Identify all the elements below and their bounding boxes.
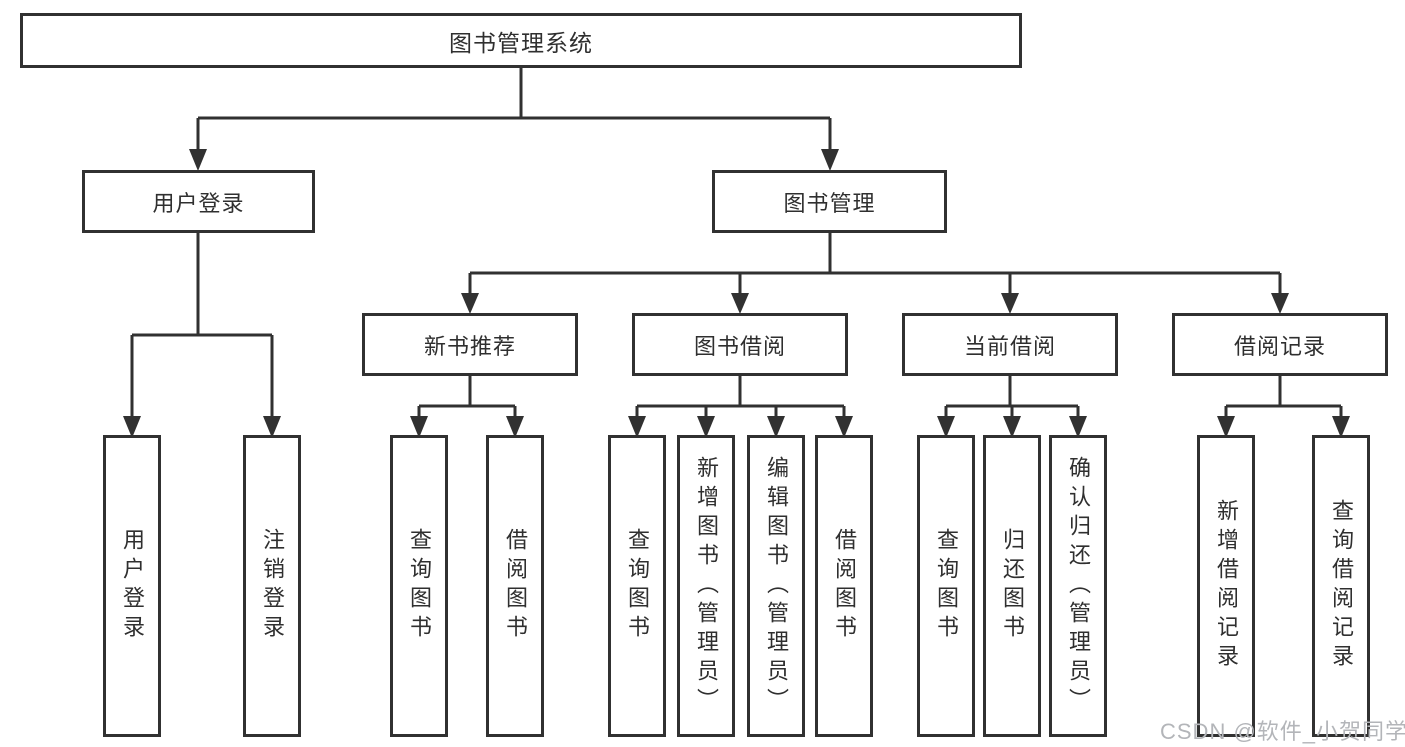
node-label: 新增借阅记录 <box>1214 499 1239 673</box>
node-label: 借阅记录 <box>1233 333 1326 359</box>
node-book-management-branch: 图书管理 <box>712 170 947 233</box>
node-root-library-system: 图书管理系统 <box>20 13 1022 68</box>
leaf-logout: 注销登录 <box>243 435 301 737</box>
node-label: 用户登录 <box>152 190 245 216</box>
leaf-add-books-admin: 新增图书（管理员） <box>677 435 735 737</box>
node-label: 图书管理系统 <box>449 29 593 56</box>
leaf-query-books-current: 查询图书 <box>917 435 975 737</box>
node-label: 新书推荐 <box>423 333 516 359</box>
node-label: 用户登录 <box>120 528 145 644</box>
leaf-user-login: 用户登录 <box>103 435 161 737</box>
node-label: 图书管理 <box>783 190 876 216</box>
node-label: 图书借阅 <box>693 333 786 359</box>
node-label: 查询借阅记录 <box>1329 499 1354 673</box>
leaf-query-books-recommend: 查询图书 <box>390 435 448 737</box>
node-label: 当前借阅 <box>963 333 1056 359</box>
csdn-watermark: CSDN @软件_小贺同学 <box>1160 719 1405 744</box>
node-label: 借阅图书 <box>503 528 528 644</box>
leaf-confirm-return-admin: 确认归还（管理员） <box>1049 435 1107 737</box>
node-user-login-branch: 用户登录 <box>82 170 315 233</box>
node-new-book-recommend: 新书推荐 <box>362 313 578 376</box>
leaf-add-borrow-record: 新增借阅记录 <box>1197 435 1255 737</box>
node-label: 查询图书 <box>407 528 432 644</box>
node-label: 归还图书 <box>1000 528 1025 644</box>
leaf-return-books: 归还图书 <box>983 435 1041 737</box>
node-label: 新增图书（管理员） <box>694 455 719 717</box>
node-label: 注销登录 <box>260 528 285 644</box>
leaf-borrow-books: 借阅图书 <box>815 435 873 737</box>
leaf-query-borrow-record: 查询借阅记录 <box>1312 435 1370 737</box>
node-label: 确认归还（管理员） <box>1066 455 1091 717</box>
node-label: 借阅图书 <box>832 528 857 644</box>
node-label: 编辑图书（管理员） <box>764 455 789 717</box>
leaf-borrow-books-recommend: 借阅图书 <box>486 435 544 737</box>
node-book-borrow: 图书借阅 <box>632 313 848 376</box>
leaf-query-books-borrow: 查询图书 <box>608 435 666 737</box>
node-current-borrow: 当前借阅 <box>902 313 1118 376</box>
node-label: 查询图书 <box>625 528 650 644</box>
node-borrow-records: 借阅记录 <box>1172 313 1388 376</box>
arrowhead-icons <box>123 149 1350 438</box>
leaf-edit-books-admin: 编辑图书（管理员） <box>747 435 805 737</box>
node-label: 查询图书 <box>934 528 959 644</box>
